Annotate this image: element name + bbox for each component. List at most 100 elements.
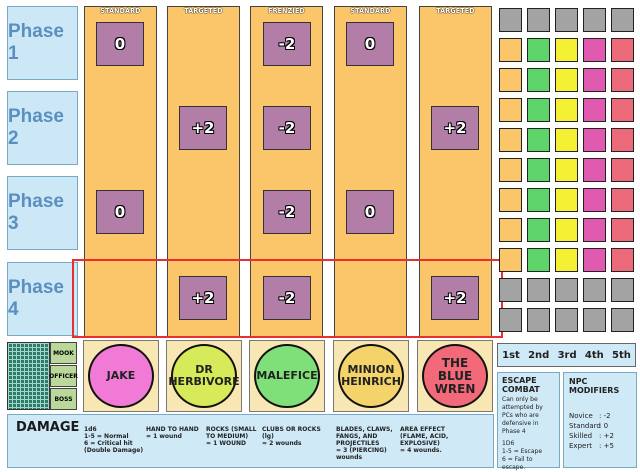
tracker-cell[interactable] xyxy=(527,128,550,152)
tracker-cell[interactable] xyxy=(611,98,634,122)
token-slot: MALEFICE xyxy=(249,340,325,412)
tracker-cell[interactable] xyxy=(583,308,606,332)
tracker-cell[interactable] xyxy=(611,158,634,182)
tracker-cell[interactable] xyxy=(611,8,634,32)
token-label: MALEFICE xyxy=(256,369,318,382)
tracker-cell[interactable] xyxy=(527,98,550,122)
escape-combat-result-2: 6 = Fail to escape. xyxy=(502,456,533,471)
modifier-tile[interactable]: +2 xyxy=(431,106,479,150)
tracker-cell[interactable] xyxy=(583,68,606,92)
tracker-cell[interactable] xyxy=(611,38,634,62)
tracker-cell[interactable] xyxy=(527,188,550,212)
tracker-cell[interactable] xyxy=(583,128,606,152)
tracker-cell[interactable] xyxy=(499,308,522,332)
phase-1-label: Phase 1 xyxy=(7,6,78,80)
damage-col-blades: BLADES, CLAWS, FANGS, AND PROJECTILES = … xyxy=(336,426,398,461)
tracker-cell[interactable] xyxy=(611,188,634,212)
tracker-cell[interactable] xyxy=(583,188,606,212)
order-3rd: 3rd xyxy=(557,349,577,361)
order-5th: 5th xyxy=(612,349,631,361)
token-slot: JAKE xyxy=(83,340,159,412)
tracker-cell[interactable] xyxy=(555,278,578,302)
damage-line: (FLAME, ACID, xyxy=(400,433,449,440)
tracker-cell[interactable] xyxy=(527,278,550,302)
token-malefice[interactable]: MALEFICE xyxy=(254,344,320,408)
tracker-cell[interactable] xyxy=(499,248,522,272)
modifier-tile[interactable]: +2 xyxy=(179,276,227,320)
modifier-tile[interactable]: 0 xyxy=(346,22,394,66)
tracker-cell[interactable] xyxy=(527,218,550,242)
escape-combat-box: ESCAPE COMBAT Can only be attempted by P… xyxy=(497,372,560,471)
tracker-cell[interactable] xyxy=(527,158,550,182)
tracker-cell[interactable] xyxy=(527,68,550,92)
initiative-order-bar: 1st 2nd 3rd 4th 5th xyxy=(497,343,636,367)
tracker-cell[interactable] xyxy=(555,68,578,92)
modifier-tile[interactable]: 0 xyxy=(346,190,394,234)
tracker-cell[interactable] xyxy=(611,308,634,332)
tracker-cell[interactable] xyxy=(583,248,606,272)
damage-line: BLADES, CLAWS, xyxy=(336,426,393,433)
tracker-cell[interactable] xyxy=(499,218,522,242)
order-2nd: 2nd xyxy=(528,349,550,361)
tracker-cell[interactable] xyxy=(499,98,522,122)
tracker-cell[interactable] xyxy=(499,38,522,62)
tracker-cell[interactable] xyxy=(499,278,522,302)
tracker-cell[interactable] xyxy=(583,278,606,302)
npc-modifiers-title: NPC MODIFIERS xyxy=(569,377,620,395)
tracker-cell[interactable] xyxy=(611,68,634,92)
modifier-tile[interactable]: -2 xyxy=(263,22,311,66)
modifier-tile[interactable]: 0 xyxy=(96,22,144,66)
modifier-tile[interactable]: +2 xyxy=(179,106,227,150)
token-jake[interactable]: JAKE xyxy=(88,344,154,408)
order-4th: 4th xyxy=(584,349,604,361)
token-dr-herbivore[interactable]: DR HERBIVORE xyxy=(168,344,240,408)
tracker-cell[interactable] xyxy=(583,218,606,242)
tracker-cell[interactable] xyxy=(583,8,606,32)
tracker-cell[interactable] xyxy=(527,8,550,32)
tracker-cell[interactable] xyxy=(555,98,578,122)
token-the-blue-wren[interactable]: THE BLUE WREN xyxy=(422,344,488,408)
tracker-cell[interactable] xyxy=(555,248,578,272)
tracker-cell[interactable] xyxy=(555,218,578,242)
tracker-cell[interactable] xyxy=(499,8,522,32)
tracker-cell[interactable] xyxy=(527,308,550,332)
damage-line: = 2 wounds xyxy=(262,440,302,447)
tracker-cell[interactable] xyxy=(555,8,578,32)
tracker-cell[interactable] xyxy=(611,278,634,302)
tracker-cell[interactable] xyxy=(555,158,578,182)
token-minion-heinrich[interactable]: MINION HEINRICH xyxy=(338,344,404,408)
phase-2-label: Phase 2 xyxy=(7,91,78,165)
tracker-cell[interactable] xyxy=(611,248,634,272)
modifier-tile[interactable]: -2 xyxy=(263,276,311,320)
damage-line: = 3 (PIERCING) wounds xyxy=(336,447,387,461)
tracker-cell[interactable] xyxy=(527,248,550,272)
tracker-cell[interactable] xyxy=(499,68,522,92)
modifier-tile[interactable]: -2 xyxy=(263,106,311,150)
token-label: JAKE xyxy=(106,369,136,382)
tracker-grid xyxy=(497,6,637,339)
column-header: STANDARD xyxy=(350,7,391,15)
modifier-tile[interactable]: 0 xyxy=(96,190,144,234)
npc-modifiers-box: NPC MODIFIERS Novice: -2 Standard: 0 Ski… xyxy=(563,372,637,468)
track-label-mook: MOOK xyxy=(50,342,77,364)
modifier-tile[interactable]: +2 xyxy=(431,276,479,320)
tracker-cell[interactable] xyxy=(527,38,550,62)
tracker-cell[interactable] xyxy=(555,128,578,152)
tracker-cell[interactable] xyxy=(583,98,606,122)
damage-line: = 4 wounds. xyxy=(400,447,442,454)
modifier-tile[interactable]: -2 xyxy=(263,190,311,234)
tracker-cell[interactable] xyxy=(611,218,634,242)
damage-line: AREA EFFECT xyxy=(400,426,445,433)
tracker-cell[interactable] xyxy=(499,158,522,182)
damage-line: 1-5 = Normal xyxy=(84,433,129,440)
tracker-cell[interactable] xyxy=(555,308,578,332)
tracker-cell[interactable] xyxy=(499,188,522,212)
damage-line: FANGS, AND xyxy=(336,433,378,440)
tracker-cell[interactable] xyxy=(555,38,578,62)
tracker-cell[interactable] xyxy=(583,38,606,62)
tracker-cell[interactable] xyxy=(499,128,522,152)
damage-title: DAMAGE xyxy=(16,420,80,435)
tracker-cell[interactable] xyxy=(555,188,578,212)
tracker-cell[interactable] xyxy=(611,128,634,152)
tracker-cell[interactable] xyxy=(583,158,606,182)
